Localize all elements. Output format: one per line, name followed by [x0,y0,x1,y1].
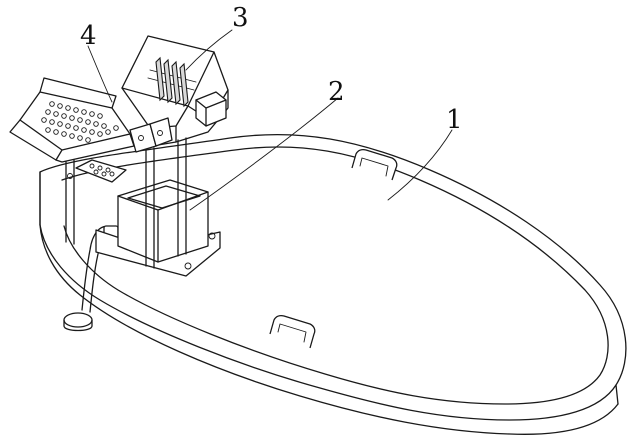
hull-outer-rim [39,133,627,421]
label-1: 1 [446,105,463,135]
leader-3 [185,29,233,71]
label-2: 2 [328,77,345,107]
sieve-holes [41,101,119,143]
label-4: 4 [80,21,97,51]
handle-right [351,148,398,181]
crusher-rollers [147,56,197,108]
chute-connectors [129,117,173,153]
handle-bottom [269,314,316,349]
crusher-hopper [121,35,229,147]
leader-lines [87,29,453,211]
label-3: 3 [232,3,249,33]
hull-stern-edge [615,384,619,405]
sieve-tray [9,77,135,183]
hull-inner-rim [61,146,609,405]
leader-2 [189,97,339,211]
support-frame [65,137,221,277]
boat-hull [39,133,627,435]
leader-4 [87,45,113,103]
hull-bottom-edge [39,224,619,435]
lower-sieve-holes [89,163,115,177]
leader-1 [387,129,453,201]
